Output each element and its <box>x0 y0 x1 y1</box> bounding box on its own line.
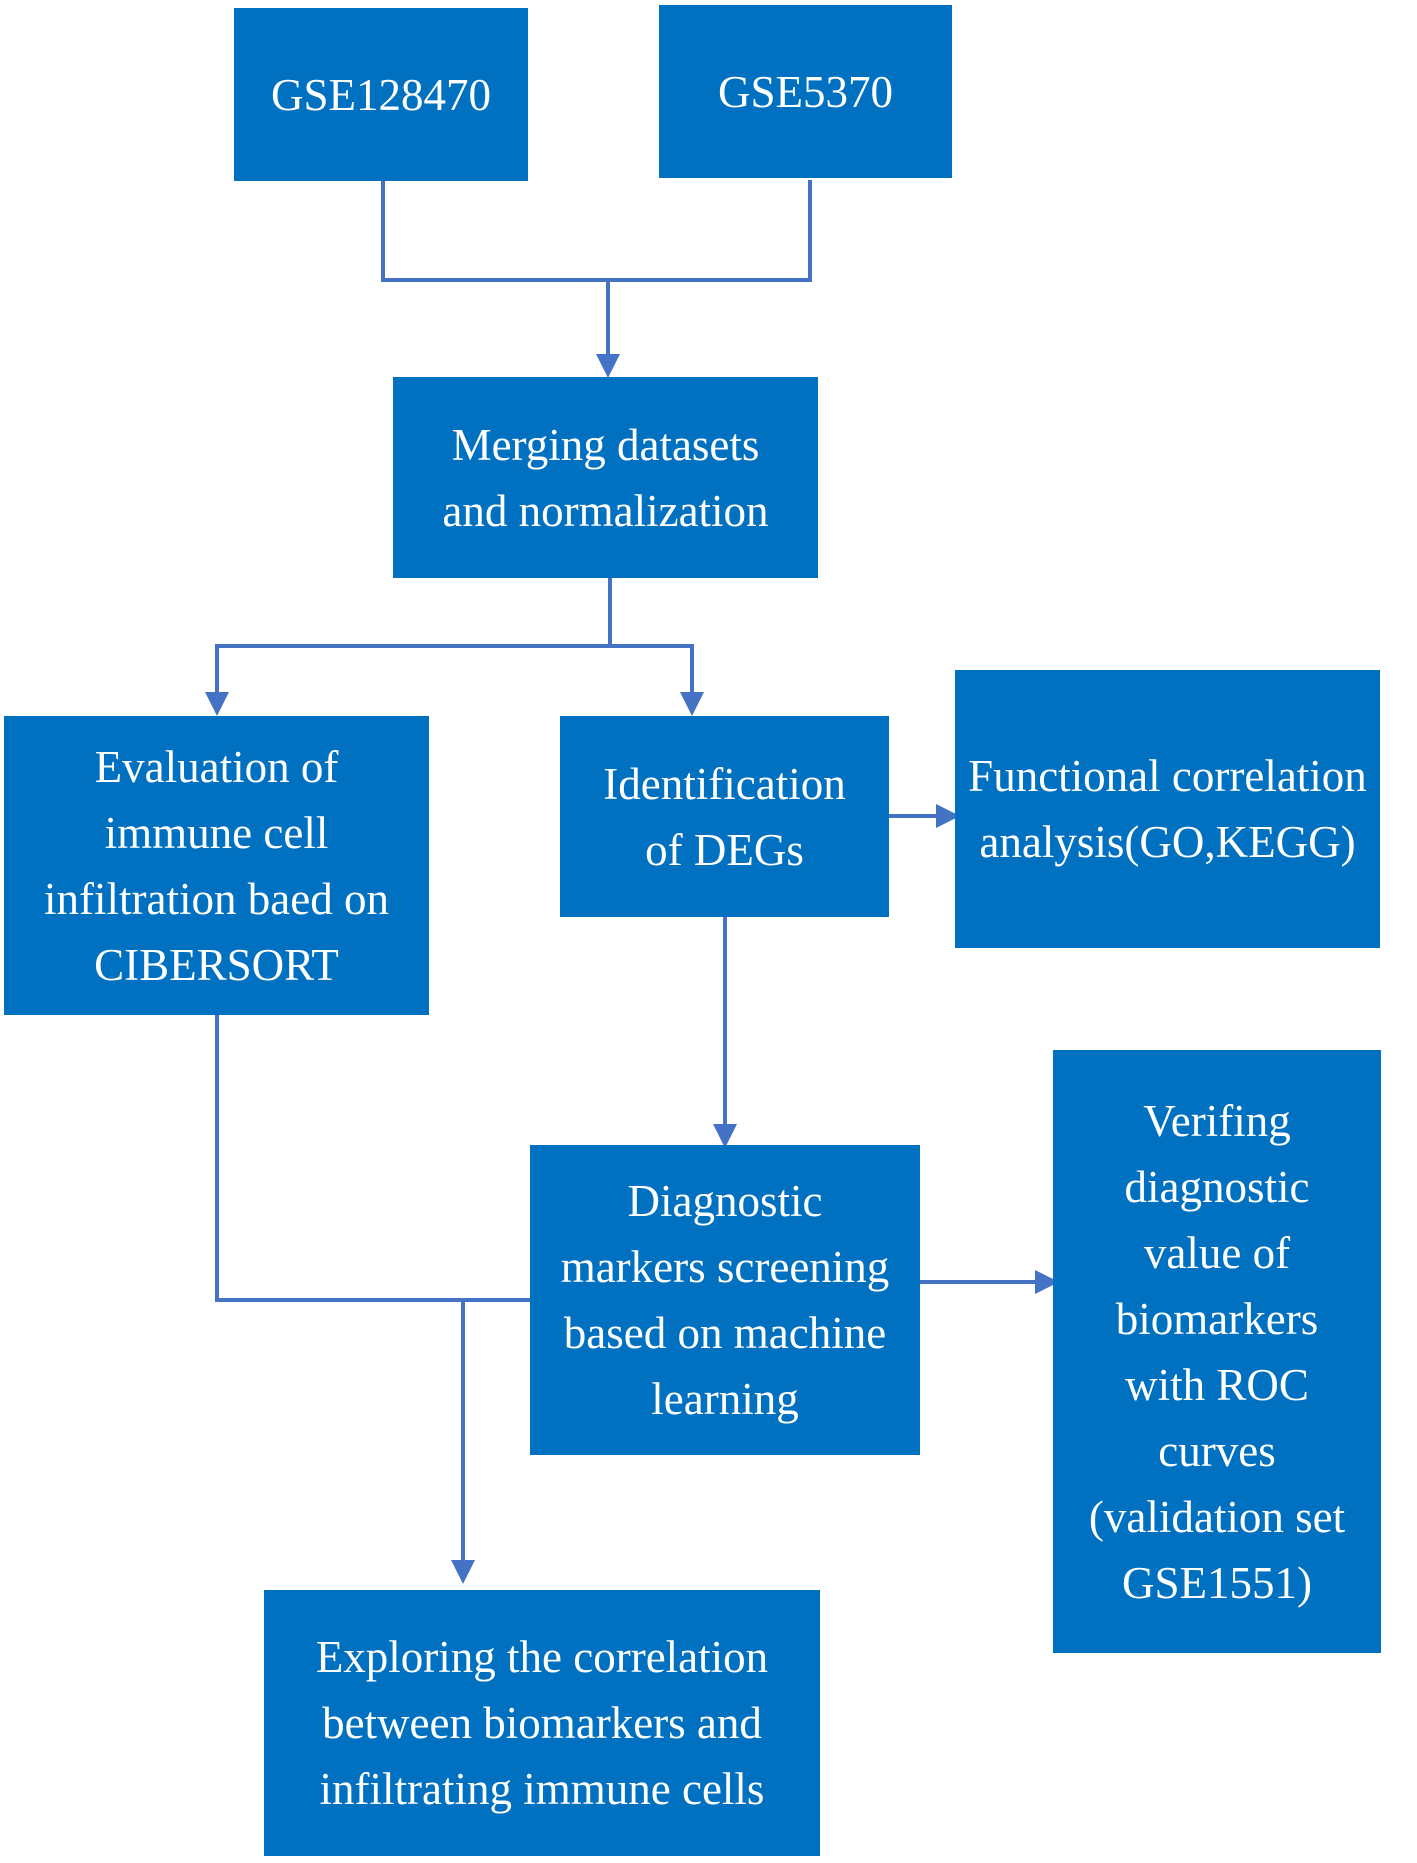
node-text-line: GSE1551) <box>1122 1557 1312 1608</box>
node-text-line: infiltration baed on <box>44 873 389 924</box>
connector-split <box>215 644 694 694</box>
identification-lines: Identification of DEGs <box>603 751 845 883</box>
gse5370-lines: GSE5370 <box>718 59 893 125</box>
exploring-lines: Exploring the correlation between biomark… <box>316 1624 768 1822</box>
node-text-line: Merging datasets <box>451 419 760 470</box>
node-text-line: (validation set <box>1088 1491 1346 1542</box>
node-text-line: Exploring the correlation <box>315 1632 769 1682</box>
node-text-line: biomarkers <box>1115 1293 1319 1344</box>
gse128470-lines: GSE128470 <box>271 62 491 128</box>
gse5370-box: GSE5370 <box>659 5 952 178</box>
identification-box: Identification of DEGs <box>560 716 889 917</box>
node-text-line: learning <box>651 1374 799 1424</box>
node-text-line: of DEGs <box>645 824 804 875</box>
connector-evaluation-to-diagnostic <box>215 1015 530 1302</box>
node-text-line: immune cell <box>104 807 329 858</box>
merging-box: Merging datasets and normalization <box>393 377 818 578</box>
node-text-line: Evaluation of <box>94 741 339 792</box>
node-text-line: infiltrating immune cells <box>319 1764 765 1814</box>
evaluation-box: Evaluation of immune cell infiltration bae… <box>4 716 429 1015</box>
diagnostic-box: Diagnostic markers screening based on mach… <box>530 1145 920 1455</box>
arrowhead-to-functional <box>936 804 960 828</box>
node-text-line: markers screening <box>560 1242 890 1292</box>
node-text-line: GSE5370 <box>717 66 893 117</box>
verifying-lines: Verifing diagnostic value of biomarkers with… <box>1089 1088 1345 1616</box>
node-text-line: Diagnostic <box>627 1176 823 1226</box>
diagnostic-lines: Diagnostic markers screening based on mach… <box>561 1168 890 1432</box>
node-text-line: diagnostic <box>1124 1161 1310 1212</box>
evaluation-lines: Evaluation of immune cell infiltration bae… <box>44 734 389 998</box>
node-text-line: Identification <box>603 758 846 809</box>
gse128470-box: GSE128470 <box>234 8 528 181</box>
node-text-line: based on machine <box>563 1308 887 1358</box>
node-text-line: curves <box>1158 1425 1276 1476</box>
node-text-line: and normalization <box>442 485 769 536</box>
exploring-box: Exploring the correlation between biomark… <box>264 1590 820 1856</box>
arrowhead-to-merging <box>596 354 620 378</box>
node-text-line: analysis(GO,KEGG) <box>979 817 1356 867</box>
node-text-line: CIBERSORT <box>94 939 339 990</box>
functional-box: Functional correlation analysis(GO,KEGG) <box>955 670 1380 948</box>
node-text-line: Functional correlation <box>968 751 1367 801</box>
merging-lines: Merging datasets and normalization <box>442 412 768 544</box>
node-text-line: with ROC <box>1125 1359 1309 1410</box>
node-text-line: value of <box>1143 1227 1291 1278</box>
connector-gse128470-to-merge <box>381 180 812 282</box>
functional-lines: Functional correlation analysis(GO,KEGG) <box>968 743 1367 875</box>
arrowhead-to-evaluation <box>205 692 229 716</box>
arrowhead-to-exploring <box>451 1560 475 1584</box>
arrowhead-to-verifying <box>1035 1270 1059 1294</box>
node-text-line: GSE128470 <box>270 69 491 120</box>
arrowhead-to-identification <box>680 692 704 716</box>
arrowhead-to-diagnostic <box>713 1124 737 1148</box>
node-text-line: Verifing <box>1143 1095 1291 1146</box>
node-text-line: between biomarkers and <box>322 1698 762 1748</box>
verifying-box: Verifing diagnostic value of biomarkers with… <box>1053 1050 1381 1653</box>
